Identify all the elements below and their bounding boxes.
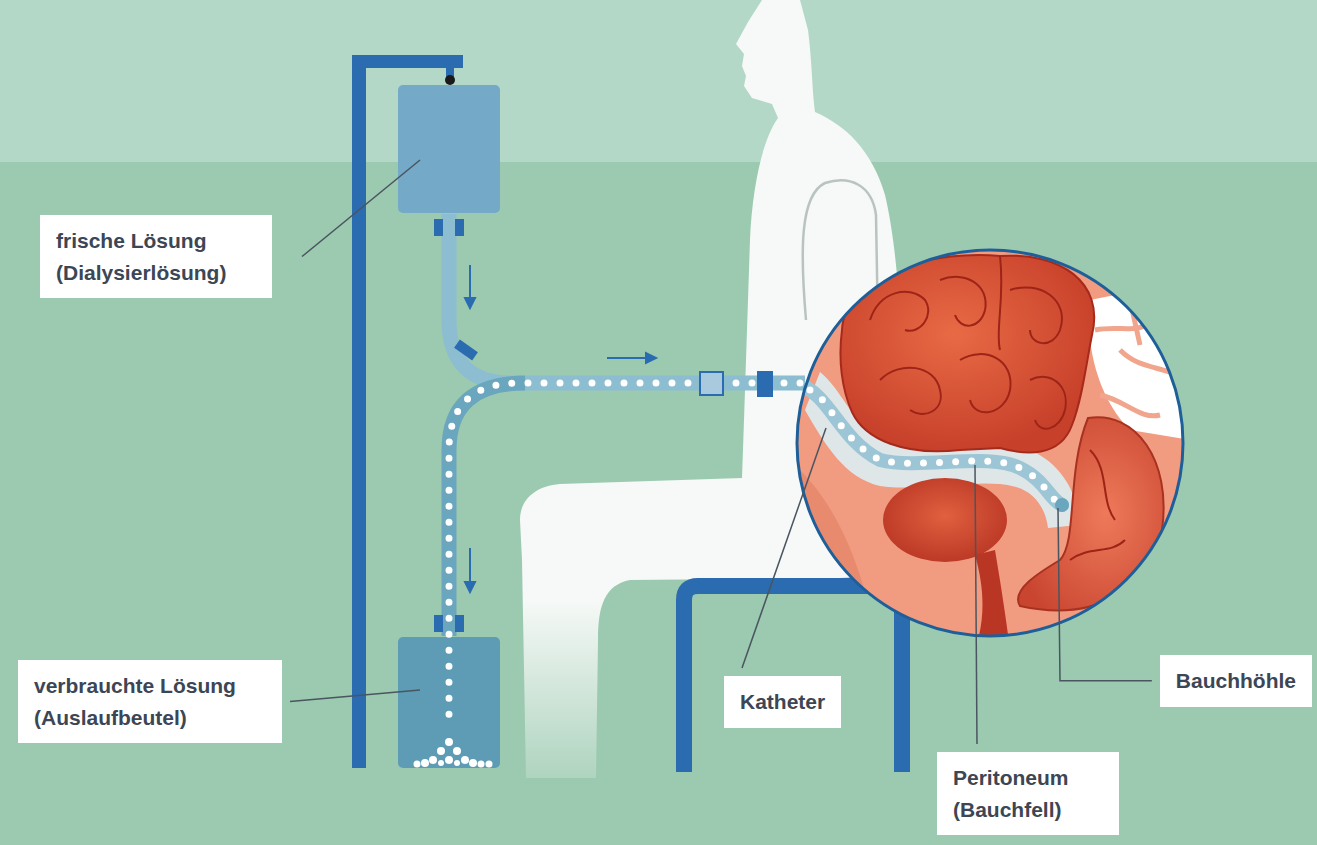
zoom-border xyxy=(797,250,1183,636)
label-text: verbrauchte Lösung (Auslaufbeutel) xyxy=(34,670,266,733)
leader-line xyxy=(302,160,420,257)
label-text: frische Lösung (Dialysierlösung) xyxy=(56,225,256,288)
label-box: frische Lösung (Dialysierlösung) xyxy=(40,215,272,298)
label-box: verbrauchte Lösung (Auslaufbeutel) xyxy=(18,660,282,743)
label-box: Peritoneum (Bauchfell) xyxy=(937,752,1119,835)
flow-arrows xyxy=(465,265,656,592)
label-text: Peritoneum (Bauchfell) xyxy=(953,762,1103,825)
drain-bag xyxy=(398,637,500,768)
label-text: Bauchhöhle xyxy=(1176,665,1296,697)
background-band xyxy=(0,0,1317,162)
fresh-tube xyxy=(449,214,805,383)
label-box: Bauchhöhle xyxy=(1160,655,1312,707)
leader-line xyxy=(975,465,977,744)
label-text: Katheter xyxy=(740,686,825,718)
solution-pile xyxy=(414,738,493,768)
leader-line xyxy=(290,690,420,702)
chair xyxy=(684,586,902,772)
label-box: Katheter xyxy=(724,676,841,728)
leader-line xyxy=(1058,508,1152,681)
fresh-bag xyxy=(398,85,500,213)
leader-line xyxy=(742,428,826,668)
tube-connectors xyxy=(434,219,773,632)
drain-tube xyxy=(449,383,525,636)
abdomen-zoom xyxy=(790,245,1190,660)
tube-valve xyxy=(700,372,723,395)
